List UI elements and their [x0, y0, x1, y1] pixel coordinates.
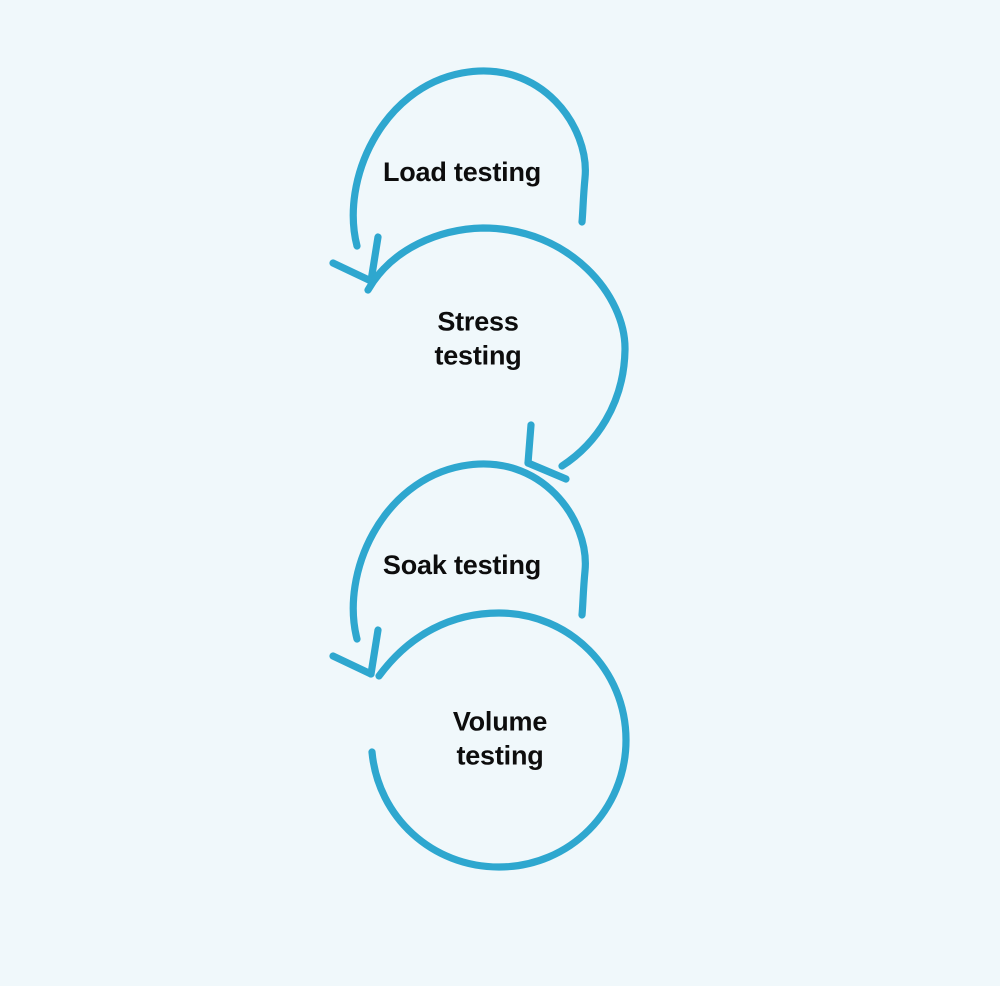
arrowhead-stress-to-soak	[524, 421, 570, 483]
node-label-soak-testing: Soak testing	[382, 550, 542, 581]
node-arc-volume-testing	[368, 609, 630, 871]
node-arc-soak-testing	[349, 460, 589, 643]
node-label-load-testing: Load testing	[382, 157, 542, 188]
arrowhead-load-to-stress	[329, 233, 382, 285]
node-arc-load-testing	[349, 67, 589, 250]
node-label-stress-testing: Stress testing	[434, 306, 522, 370]
node-arc-stress-testing	[364, 224, 629, 470]
arrowhead-soak-to-volume	[329, 626, 382, 678]
node-label-volume-testing: Volume testing	[452, 706, 548, 770]
